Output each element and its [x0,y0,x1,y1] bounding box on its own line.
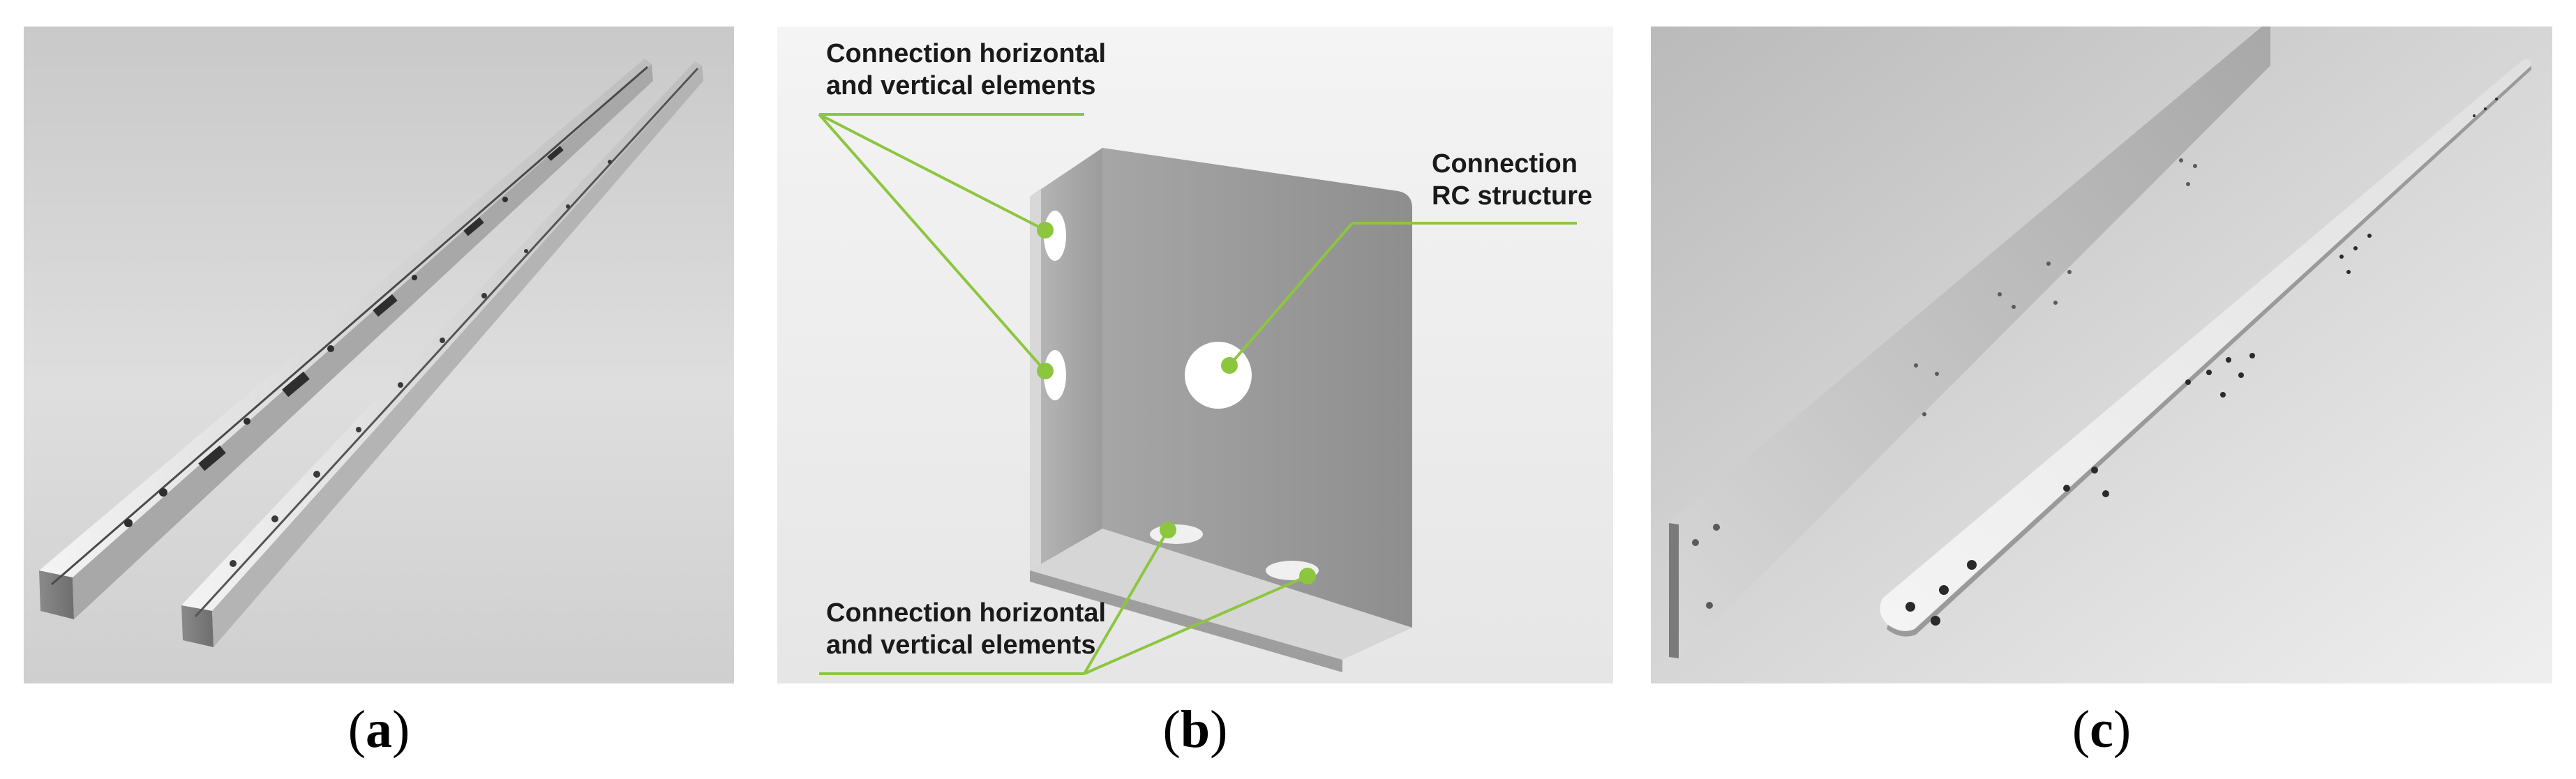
callout-connection-horizontal-vertical-bottom: Connection horizontal and vertical eleme… [826,597,1106,661]
callout-right-line-1: Connection [1432,149,1578,179]
callout-connection-horizontal-vertical-top: Connection horizontal and vertical eleme… [826,38,1106,102]
callout-top-line-1: Connection horizontal [826,39,1107,68]
panel-c-steel-strips [1651,27,2552,683]
callout-top-line-2: and vertical elements [826,71,1096,100]
steel-channels-image [24,27,734,683]
caption-letter-b: b [1180,700,1211,759]
caption-letter-c: c [2090,700,2113,759]
angle-bracket-image [777,27,1613,683]
caption-a: (a) [347,700,410,759]
panel-a-steel-channels [24,27,734,683]
caption-letter-a: a [366,700,392,759]
callout-bottom-line-1: Connection horizontal [826,598,1107,628]
caption-c: (c) [2072,700,2132,759]
steel-strips-image [1651,27,2552,683]
callout-connection-rc-structure: Connection RC structure [1432,148,1592,212]
panel-b-angle-bracket [777,27,1613,683]
callout-right-line-2: RC structure [1432,181,1593,211]
caption-b: (b) [1162,700,1228,759]
callout-bottom-line-2: and vertical elements [826,630,1096,660]
